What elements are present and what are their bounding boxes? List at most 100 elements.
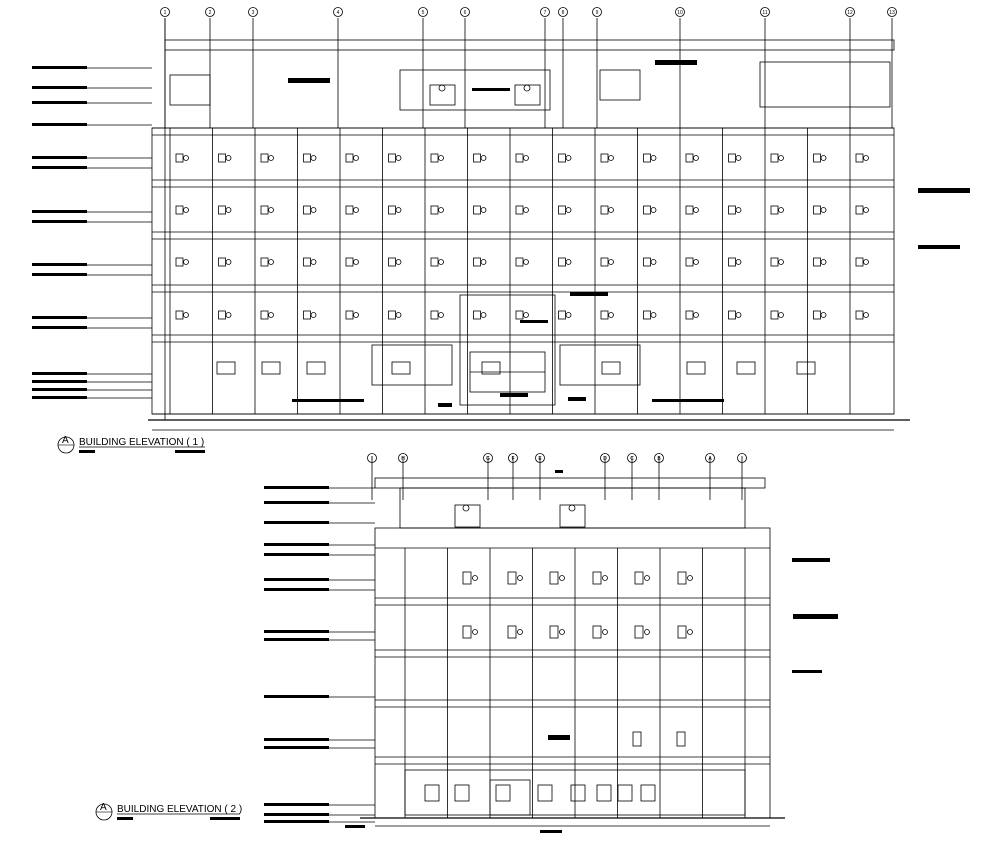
ac-fan bbox=[650, 207, 657, 213]
elevation-1-outline bbox=[151, 127, 895, 415]
grid-bubble bbox=[558, 7, 568, 17]
ac-fan bbox=[778, 259, 784, 265]
roof-fan-unit bbox=[514, 84, 541, 106]
ground-window bbox=[796, 361, 816, 375]
ac-unit bbox=[473, 310, 481, 320]
ac-unit bbox=[558, 205, 566, 215]
ac-unit bbox=[345, 153, 354, 163]
note-text-block bbox=[32, 396, 87, 399]
note-text-block bbox=[264, 630, 329, 633]
ac-fan bbox=[225, 207, 232, 213]
grid-bubble bbox=[600, 453, 610, 463]
note-text-block bbox=[32, 123, 87, 126]
ac-fan bbox=[693, 259, 699, 265]
ac-unit bbox=[770, 205, 779, 215]
ac-fan bbox=[353, 207, 359, 213]
ac-unit bbox=[558, 310, 566, 320]
roof-fan-symbol bbox=[568, 504, 576, 512]
ac-unit bbox=[643, 153, 651, 163]
annotation-text-blocks bbox=[345, 470, 838, 833]
grid-label: 12 bbox=[847, 10, 853, 16]
ac-unit bbox=[430, 153, 439, 163]
roof-fan-symbol bbox=[438, 84, 446, 92]
note-text-block bbox=[32, 388, 87, 391]
grid-label: 3 bbox=[252, 10, 255, 16]
scale-text bbox=[79, 450, 95, 453]
grid-label: E bbox=[538, 456, 542, 462]
ac-unit bbox=[770, 310, 779, 320]
grid-bubble bbox=[887, 7, 897, 17]
ac-unit bbox=[813, 153, 821, 163]
ac-fan bbox=[778, 155, 784, 161]
ac-unit bbox=[430, 257, 439, 267]
ac-fan bbox=[644, 575, 650, 581]
ac-unit bbox=[473, 257, 481, 267]
ac-unit bbox=[592, 571, 602, 585]
ac-fan bbox=[602, 575, 608, 581]
note-text-block bbox=[264, 486, 329, 489]
note-text-block bbox=[264, 578, 329, 581]
ac-fan bbox=[310, 207, 317, 213]
note-text-block bbox=[264, 501, 329, 504]
ac-unit bbox=[677, 625, 687, 639]
ac-fan bbox=[693, 312, 699, 318]
ac-unit bbox=[388, 205, 396, 215]
grid-bubble bbox=[248, 7, 258, 17]
ac-unit bbox=[600, 205, 609, 215]
ac-fan bbox=[644, 629, 650, 635]
ac-unit bbox=[643, 310, 651, 320]
grid-label: C bbox=[630, 456, 634, 462]
grid-bubble bbox=[737, 453, 747, 463]
column-lines bbox=[169, 128, 851, 414]
ac-fan bbox=[693, 207, 699, 213]
ac-fan bbox=[820, 312, 827, 318]
ac-fan bbox=[693, 155, 699, 161]
ac-unit bbox=[855, 310, 864, 320]
grid-bubble bbox=[483, 453, 493, 463]
ac-fan bbox=[268, 312, 274, 318]
ac-unit bbox=[813, 310, 821, 320]
ac-fan bbox=[778, 312, 784, 318]
ac-fan bbox=[438, 155, 444, 161]
ac-unit bbox=[685, 257, 694, 267]
grid-label: H bbox=[401, 456, 405, 462]
grid-label: 4 bbox=[337, 10, 340, 16]
roof-fan-symbol bbox=[462, 504, 470, 512]
ac-unit bbox=[218, 205, 226, 215]
ac-unit bbox=[260, 205, 269, 215]
ac-unit bbox=[507, 571, 517, 585]
ac-unit bbox=[515, 310, 524, 320]
column-lines bbox=[404, 548, 746, 818]
ground-window bbox=[495, 784, 511, 802]
ground-window bbox=[481, 361, 501, 375]
ac-fan bbox=[310, 155, 317, 161]
floor-lines bbox=[152, 127, 894, 343]
ac-unit bbox=[515, 257, 524, 267]
ac-unit bbox=[685, 310, 694, 320]
ac-fan bbox=[687, 575, 693, 581]
ac-unit bbox=[507, 625, 517, 639]
ac-fan bbox=[523, 259, 529, 265]
ac-fan bbox=[820, 207, 827, 213]
note-text-block bbox=[264, 738, 329, 741]
ac-unit bbox=[175, 153, 184, 163]
ac-fan bbox=[565, 207, 572, 213]
ac-fan bbox=[183, 155, 189, 161]
ac-fan bbox=[735, 312, 742, 318]
note-text-block bbox=[32, 66, 87, 69]
ac-unit bbox=[600, 257, 609, 267]
ac-fan bbox=[183, 259, 189, 265]
ac-unit bbox=[218, 257, 226, 267]
note-text-block bbox=[264, 553, 329, 556]
ac-fan bbox=[608, 312, 614, 318]
ac-fan bbox=[863, 207, 869, 213]
left-annotation-notes bbox=[32, 66, 152, 399]
roof-fan-unit bbox=[559, 504, 586, 528]
ac-unit bbox=[770, 257, 779, 267]
grid-bubble bbox=[845, 7, 855, 17]
elevation-1-title: BUILDING ELEVATION ( 1 ) bbox=[79, 437, 204, 448]
ac-fan bbox=[863, 259, 869, 265]
grid-bubble bbox=[705, 453, 715, 463]
ac-unit bbox=[558, 257, 566, 267]
